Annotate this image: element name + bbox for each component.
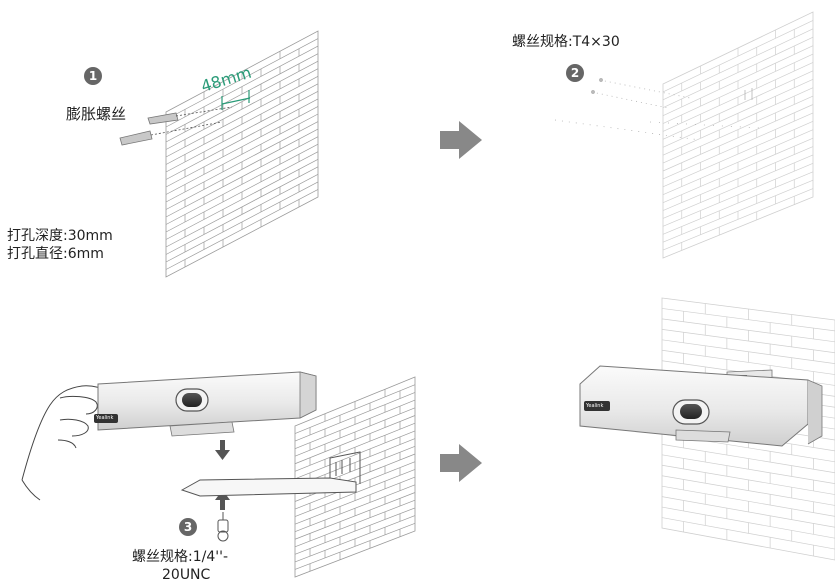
step-number-3: 3	[179, 518, 197, 536]
device-step3	[94, 371, 317, 437]
device-logo-mounted: Yealink	[586, 403, 604, 409]
device-logo-step3: Yealink	[96, 415, 114, 421]
brick-wall-step1	[165, 30, 319, 278]
hand-holding-device	[21, 385, 111, 501]
depth-dimension-line	[221, 90, 251, 110]
mount-down-arrow	[215, 440, 230, 460]
t4-screws	[554, 78, 761, 141]
step-number-1: 1	[84, 67, 102, 85]
step3-screw-spec-line2: 20UNC	[162, 567, 211, 583]
wall-mount-bracket	[180, 451, 361, 497]
device-mounted	[579, 365, 823, 447]
expansion-screw-label: 膨胀螺丝	[66, 105, 127, 123]
expansion-screw-upper	[147, 106, 233, 125]
next-step-arrow-bottom	[440, 444, 482, 482]
brick-wall-step2	[662, 11, 814, 259]
step2-screw-spec: 螺丝规格:T4×30	[512, 34, 620, 50]
step-number-2: 2	[566, 64, 584, 82]
drill-depth-label: 打孔深度:30mm	[7, 228, 113, 244]
thumb-screw	[217, 512, 229, 542]
expansion-screw-lower	[119, 121, 223, 146]
step3-screw-spec-line1: 螺丝规格:1/4''-	[132, 549, 228, 565]
drill-diameter-label: 打孔直径:6mm	[7, 246, 104, 262]
next-step-arrow-top	[440, 121, 482, 159]
